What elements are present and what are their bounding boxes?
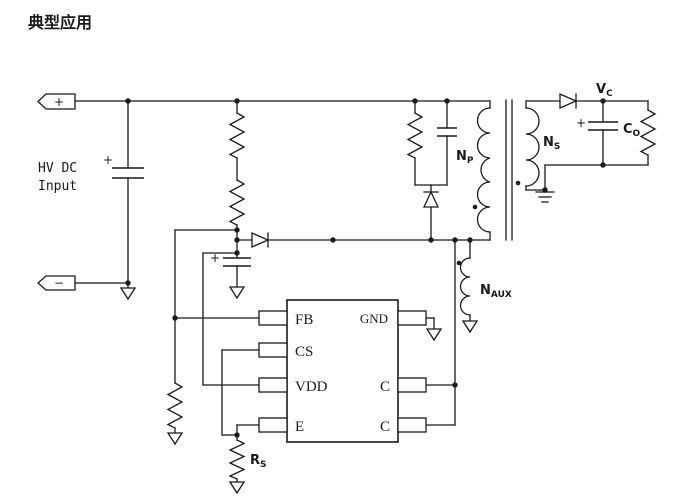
secondary-winding-label: NS xyxy=(543,135,560,152)
junction-dot xyxy=(234,98,240,104)
diodes xyxy=(251,93,578,248)
sense-resistor xyxy=(228,439,246,480)
junction-dot xyxy=(125,280,131,286)
junction-dots xyxy=(125,98,606,438)
ic-body xyxy=(286,299,399,443)
junction-dot xyxy=(452,237,458,243)
output-capacitor-label: CO xyxy=(623,122,641,139)
junction-dot xyxy=(452,382,458,388)
junction-dot xyxy=(600,162,606,168)
minus-terminal-label: − xyxy=(54,276,64,290)
minus-terminal-icon xyxy=(37,275,76,291)
primary-winding-icon xyxy=(476,107,491,233)
winding-polarity-dots xyxy=(456,180,521,266)
fb-divider-resistor xyxy=(166,382,184,429)
output-capacitor-icon xyxy=(588,121,618,131)
junction-dot xyxy=(234,250,240,256)
plus-terminal-icon xyxy=(37,93,76,110)
rs-ground-icon xyxy=(228,481,246,495)
fb-pin-label: FB xyxy=(295,312,313,328)
output-voltage-label: VC xyxy=(596,82,613,99)
c2-pin-label: C xyxy=(380,419,390,435)
fb-ground-icon xyxy=(166,432,184,446)
secondary-winding-icon xyxy=(525,107,540,187)
load-resistor xyxy=(639,109,657,156)
vdd-pin-box xyxy=(258,377,288,393)
resistors xyxy=(166,109,657,480)
cs-pin-label: CS xyxy=(295,344,313,360)
e-pin-label: E xyxy=(295,419,304,435)
junction-dot xyxy=(467,237,473,243)
junction-dot xyxy=(234,227,240,233)
gnd-pin-label: GND xyxy=(360,311,388,326)
junction-dot xyxy=(234,237,240,243)
vdd-cap-plus-label: + xyxy=(210,251,220,265)
bulk-cap-plus-label: + xyxy=(103,153,113,167)
junction-dot xyxy=(444,98,450,104)
vdd-diode-icon xyxy=(251,232,270,248)
bulk-capacitor-icon xyxy=(112,167,144,179)
snubber-capacitor-icon xyxy=(437,127,457,137)
junction-dot xyxy=(172,315,178,321)
aux-polarity-dot xyxy=(456,260,462,266)
fb-pin-box xyxy=(258,310,288,326)
capacitors: + + + xyxy=(103,116,618,267)
gnd-pin-box xyxy=(397,310,427,326)
controller-ic: FB CS VDD E GND C C xyxy=(258,299,427,443)
e-pin-box xyxy=(258,417,288,433)
wires xyxy=(74,100,649,483)
output-rectifier-diode-icon xyxy=(559,93,578,109)
hv-input-terminals: + − HV DC Input xyxy=(37,93,77,291)
junction-dot xyxy=(600,98,606,104)
c1-pin-label: C xyxy=(380,379,390,395)
startup-resistor-upper xyxy=(228,112,246,159)
junction-dot xyxy=(542,187,548,193)
snubber-resistor xyxy=(406,112,424,159)
hv-input-label-line2: Input xyxy=(38,179,77,194)
aux-winding-icon xyxy=(459,257,471,316)
vdd-cap-ground-icon xyxy=(228,286,246,300)
secondary-polarity-dot xyxy=(515,180,521,186)
sense-resistor-label: RS xyxy=(250,453,267,470)
primary-winding-label: NP xyxy=(456,149,474,166)
vdd-pin-label: VDD xyxy=(295,379,328,395)
c1-pin-box xyxy=(397,377,427,393)
junction-dot xyxy=(125,98,131,104)
ground-symbols xyxy=(119,191,555,495)
secondary-earth-icon xyxy=(535,191,555,203)
out-cap-plus-label: + xyxy=(576,116,586,130)
junction-dot xyxy=(330,237,336,243)
hv-input-label-line1: HV DC xyxy=(38,161,77,176)
plus-terminal-label: + xyxy=(54,95,64,109)
startup-resistor-lower xyxy=(228,179,246,226)
c2-pin-box xyxy=(397,417,427,433)
aux-winding-label: NAUX xyxy=(480,283,512,300)
junction-dot xyxy=(412,98,418,104)
primary-polarity-dot xyxy=(472,204,478,210)
aux-ground-icon xyxy=(461,320,479,334)
gnd-pin-ground-icon xyxy=(425,328,443,342)
junction-dot xyxy=(428,237,434,243)
cs-pin-box xyxy=(258,342,288,358)
snubber-diode-icon xyxy=(422,190,440,208)
transformer: NP NS NAUX xyxy=(456,99,560,316)
junction-dot xyxy=(234,432,240,438)
input-ground-icon xyxy=(119,287,137,301)
page-title: 典型应用 xyxy=(28,13,92,32)
vdd-capacitor-icon xyxy=(223,257,251,267)
